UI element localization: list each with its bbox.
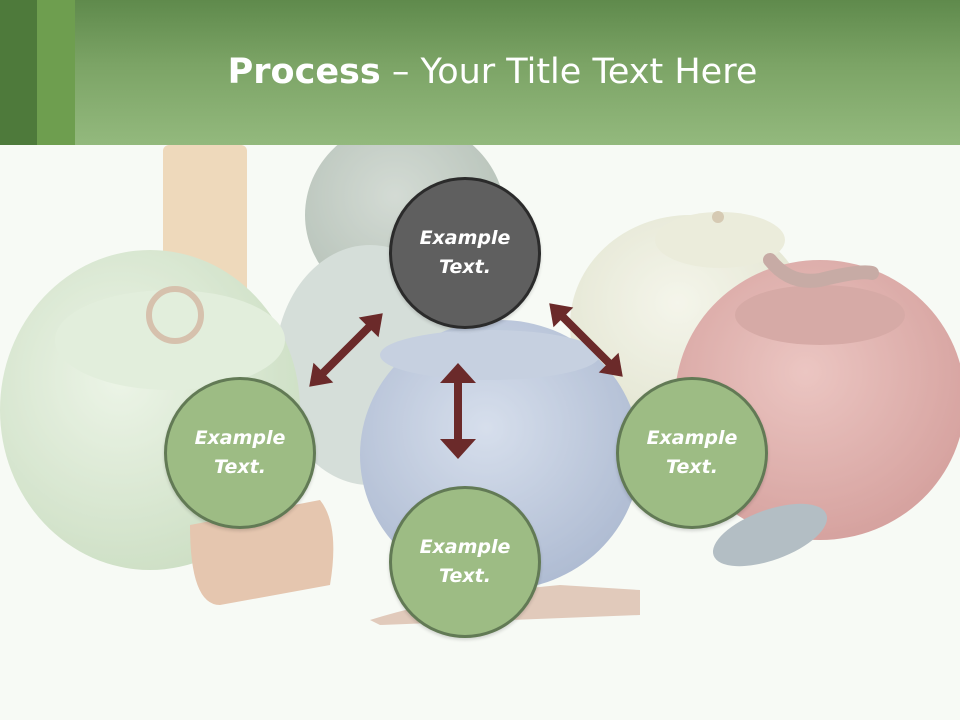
step-text-line2: Text. [439,256,491,278]
double-arrow-icon [309,313,383,387]
double-arrow-icon [549,303,623,377]
step-text-line1: Example [419,227,511,249]
step-text-line2: Text. [439,565,491,587]
step-text-line2: Text. [666,456,718,478]
double-arrow-icon [440,363,476,459]
step-text-line1: Example [419,536,511,558]
banner-accent-strip [0,0,37,145]
title-banner: Process – Your Title Text Here [0,0,960,145]
title-rest: – Your Title Text Here [380,52,758,92]
step-text-line1: Example [646,427,738,449]
banner-accent-strip-light [37,0,75,145]
step-text-line1: Example [194,427,286,449]
process-step-top[interactable]: Example Text. [389,177,541,329]
step-text-line2: Text. [214,456,266,478]
process-step-bottom[interactable]: Example Text. [389,486,541,638]
slide-title[interactable]: Process – Your Title Text Here [0,52,960,92]
process-step-left[interactable]: Example Text. [164,377,316,529]
title-bold: Process [227,52,381,92]
process-step-right[interactable]: Example Text. [616,377,768,529]
